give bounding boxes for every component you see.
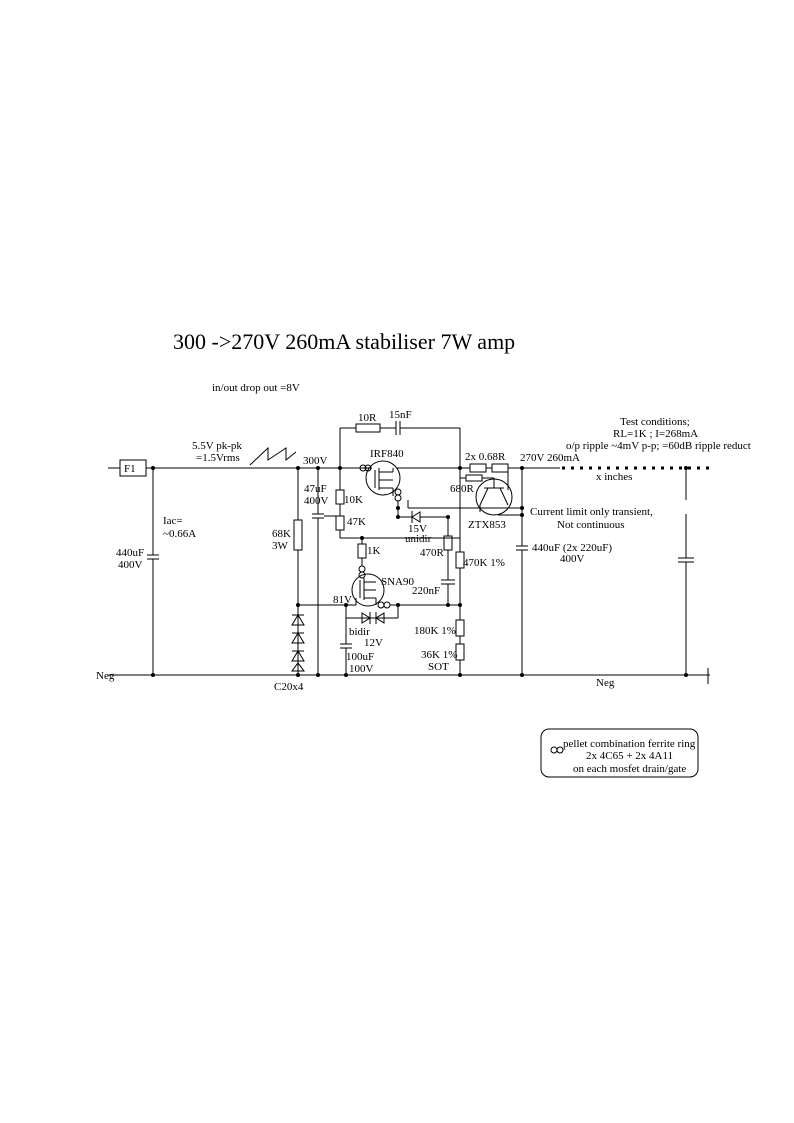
- c-47uf-label-2: 400V: [304, 495, 329, 507]
- r-10r-label: 10R: [358, 412, 377, 424]
- zener-15v: [397, 508, 448, 523]
- fuse-f1: F1: [119, 459, 147, 477]
- current-limit-note-1: Current limit only transient,: [530, 506, 653, 518]
- rail-300v-label: 300V: [303, 455, 328, 467]
- r-36k-label-2: SOT: [428, 661, 449, 673]
- r-680r: [465, 474, 483, 482]
- junction-dots: [151, 466, 688, 677]
- ferrite-bead-icon-7: [377, 601, 385, 609]
- neg-right-label: Neg: [596, 677, 615, 689]
- c-100uf-label-1: 100uF: [346, 651, 374, 663]
- neg-left-label: Neg: [96, 670, 115, 682]
- input-cap-label-1: 440uF: [116, 547, 144, 559]
- output-divider: [455, 619, 465, 675]
- resistor-68k: [293, 468, 303, 605]
- ferrite-legend: pellet combination ferrite ring 2x 4C65 …: [540, 728, 699, 778]
- r-47k-label: 47K: [347, 516, 366, 528]
- irf840-label: IRF840: [370, 448, 404, 460]
- c-220nf-label: 220nF: [412, 585, 440, 597]
- r-68k-label-1: 68K: [272, 528, 291, 540]
- bidir-label-1: bidir: [349, 626, 370, 638]
- r-680r-label: 680R: [450, 483, 475, 495]
- iac-label-1: Iac=: [163, 515, 183, 527]
- r-180k-label: 180K 1%: [414, 625, 456, 637]
- zener-15v-label-1: 15V: [408, 523, 427, 535]
- output-cap-label-1: 440uF (2x 220uF): [532, 542, 612, 554]
- input-cap-label-2: 400V: [118, 559, 143, 571]
- resistor-470r: [441, 517, 455, 605]
- r-10k-label: 10K: [344, 494, 363, 506]
- ztx853-label: ZTX853: [468, 519, 506, 531]
- iac-label-2: ~0.66A: [163, 528, 196, 540]
- ferrite-bead-icon-8: [383, 601, 391, 609]
- diagram-title: 300 ->270V 260mA stabiliser 7W amp: [173, 329, 515, 354]
- mosfet-irf840: [365, 460, 401, 496]
- ferrite-bead-icon-3: [394, 488, 402, 496]
- r-470r-label: 470R: [420, 547, 445, 559]
- c-47uf-label-1: 47uF: [304, 483, 327, 495]
- capacitor-100uf: [340, 605, 352, 675]
- load-capacitor: [678, 468, 694, 675]
- mosfet-sna90: [351, 573, 385, 607]
- r-36k-label-1: 36K 1%: [421, 649, 457, 661]
- v81-label: 81V: [333, 594, 352, 606]
- r-1k-label: 1K: [367, 545, 381, 557]
- ferrite-bead-icon-4: [394, 494, 402, 502]
- legend-line-3: on each mosfet drain/gate: [573, 763, 686, 775]
- c-15nf-label: 15nF: [389, 409, 412, 421]
- output-cap-label-2: 400V: [560, 553, 585, 565]
- current-limit-note-2: Not continuous: [557, 519, 625, 531]
- resistor-470k: [455, 468, 465, 620]
- bidir-label-2: 12V: [364, 637, 383, 649]
- ripple-sawtooth-icon: [249, 446, 297, 466]
- feedback-rc: [339, 421, 461, 468]
- resistor-1k: [357, 538, 367, 566]
- zener-15v-label-2: unidir: [405, 533, 432, 545]
- dropout-note: in/out drop out =8V: [212, 382, 300, 394]
- r-68k-label-2: 3W: [272, 540, 289, 552]
- sna90-label: SNA90: [381, 576, 415, 588]
- ferrite-bead-icon-legend: [550, 746, 558, 754]
- test-conditions-3: o/p ripple ~4mV p-p; =60dB ripple reduct: [566, 440, 751, 452]
- ferrite-bead-icon-5: [358, 565, 366, 573]
- r-sense-label: 2x 0.68R: [465, 451, 506, 463]
- zener-stack-label: C20x4: [274, 681, 304, 693]
- r-470k-label: 470K 1%: [463, 557, 505, 569]
- test-conditions-1: Test conditions;: [620, 416, 690, 428]
- ripple-label-2: =1.5Vrms: [196, 452, 240, 464]
- ripple-label-1: 5.5V pk-pk: [192, 440, 242, 452]
- output-capacitor: [516, 468, 528, 675]
- legend-line-1: pellet combination ferrite ring: [563, 738, 696, 750]
- fuse-label: F1: [124, 463, 136, 475]
- input-capacitor: [147, 468, 159, 675]
- ferrite-bead-icon-2: [364, 464, 372, 472]
- rails: [108, 467, 710, 684]
- ferrite-bead-icon-6: [358, 571, 366, 579]
- c-100uf-label-2: 100V: [349, 663, 374, 675]
- ferrite-bead-icon: [359, 464, 367, 472]
- output-rail-label: 270V 260mA: [520, 452, 580, 464]
- x-inches-note: x inches: [596, 471, 632, 483]
- test-conditions-2: RL=1K ; I=268mA: [613, 428, 698, 440]
- capacitor-47uf: [312, 468, 336, 675]
- legend-line-2: 2x 4C65 + 2x 4A11: [586, 750, 673, 762]
- zener-bidir-12v: [346, 605, 399, 624]
- zener-stack: [291, 605, 305, 675]
- transistor-ztx853: [475, 468, 513, 516]
